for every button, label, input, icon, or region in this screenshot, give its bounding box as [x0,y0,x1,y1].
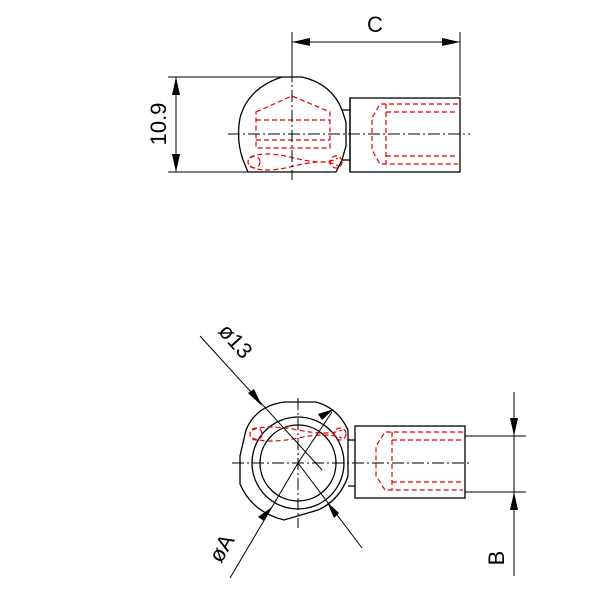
dim-d13-radius [297,411,333,464]
plan-hidden-thread [375,431,463,491]
dim-da-label: øA [204,530,240,567]
dim-d13-arrow-1 [248,389,262,406]
dim-d13-label: ø13 [214,319,258,364]
shank-hidden-thread [371,103,458,165]
dim-c-arrow-left [292,38,310,46]
dim-b-arrow-top [510,418,518,436]
plan-slot-end-right [333,427,347,441]
dim-da-arrow-2 [327,502,339,518]
dim-da-leader-helper [226,548,362,580]
plan-view: ø13 øA B [199,319,526,580]
dim-c-arrow-right [442,38,460,46]
dim-d13-leader [199,335,323,471]
ball-hidden-slot [249,153,339,171]
plan-slot-end-left [249,427,263,441]
dim-b-arrow-bottom [510,492,518,510]
dim-b-label: B [484,551,509,566]
dim-height-label: 10.9 [146,103,171,146]
dim-height-arrow-top [172,77,180,95]
plan-hidden-slot [251,426,343,442]
slot-end-left [247,155,261,169]
plan-shank-outline [354,425,466,499]
dim-da-arrow-1 [258,507,272,521]
ball-outer-outline [239,401,349,521]
dim-height-arrow-bottom [172,154,180,172]
side-view: C 10.9 [146,12,470,180]
slot-end-right [329,155,343,169]
dim-c-label: C [367,12,383,37]
shank-outline [349,97,461,173]
ball-hidden-cavity [255,95,331,149]
ball-head-outline [237,76,347,173]
dim-d13-arrow-2 [318,409,334,420]
